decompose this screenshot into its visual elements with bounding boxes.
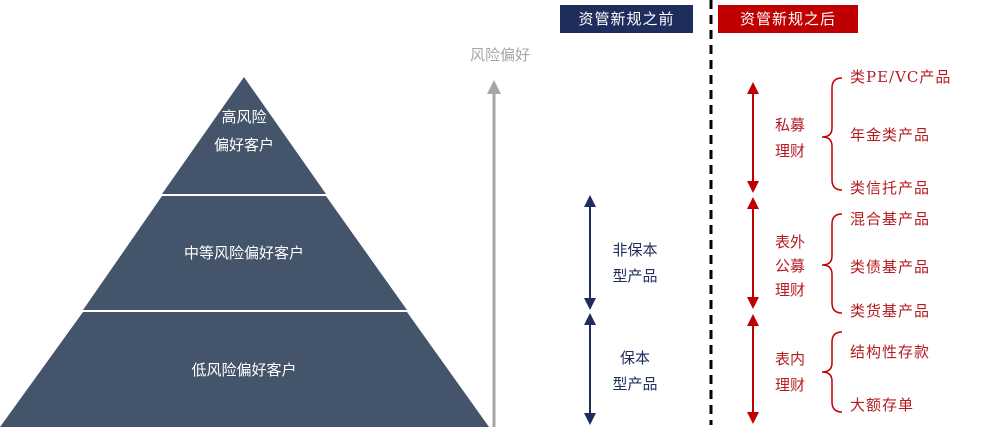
product-item: 年金类产品 — [850, 126, 931, 144]
pyramid-middle-label: 中等风险偏好客户 — [183, 244, 304, 262]
product-item: 混合基产品 — [850, 210, 931, 228]
risk-axis-arrowhead — [487, 80, 501, 94]
before-arrow-upper — [584, 195, 596, 310]
pyramid-bottom-label: 低风险偏好客户 — [191, 361, 297, 379]
after-arrow-public — [747, 197, 759, 309]
pyramid-top-label: 高风险 偏好客户 — [194, 103, 294, 159]
before-group-nonguaranteed: 非保本 型产品 — [600, 237, 670, 289]
before-group-2-line-2: 型产品 — [612, 375, 658, 393]
after-group-2-line-2: 公募 — [774, 257, 805, 275]
after-group-3-line-1: 表内 — [774, 350, 805, 368]
brace-public — [821, 213, 843, 314]
product-item: 类货基产品 — [850, 302, 931, 320]
before-arrow-lower — [584, 313, 596, 425]
before-group-1-line-1: 非保本 — [612, 241, 658, 259]
product-item: 大额存单 — [850, 396, 915, 414]
after-group-private: 私募 理财 — [760, 112, 820, 164]
after-group-1-line-2: 理财 — [774, 142, 805, 160]
before-group-guaranteed: 保本 型产品 — [600, 345, 670, 397]
pyramid-middle-tier — [83, 196, 407, 310]
product-item: 结构性存款 — [850, 343, 931, 361]
before-group-2-line-1: 保本 — [619, 349, 650, 367]
pyramid-top-line-1: 高风险 — [221, 108, 267, 126]
after-group-1-line-1: 私募 — [774, 116, 805, 134]
header-after: 资管新规之后 — [718, 5, 858, 33]
pyramid-top-tier — [162, 77, 326, 194]
after-group-onbalance: 表内 理财 — [760, 346, 820, 398]
brace-onbalance — [821, 331, 843, 413]
product-item: 类债基产品 — [850, 258, 931, 276]
brace-private — [821, 77, 843, 191]
after-group-public: 表外 公募 理财 — [760, 230, 820, 302]
pyramid-top-line-2: 偏好客户 — [213, 136, 274, 154]
after-arrow-onbalance — [747, 314, 759, 424]
after-group-2-line-1: 表外 — [774, 233, 805, 251]
header-before: 资管新规之前 — [560, 5, 693, 33]
risk-axis-label: 风险偏好 — [469, 46, 530, 64]
after-arrow-private — [747, 82, 759, 193]
pyramid-bottom-tier — [0, 312, 489, 427]
product-item: 类信托产品 — [850, 179, 931, 197]
product-item: 类PE/VC产品 — [850, 68, 952, 86]
after-group-3-line-2: 理财 — [774, 376, 805, 394]
before-group-1-line-2: 型产品 — [612, 267, 658, 285]
after-group-2-line-3: 理财 — [774, 281, 805, 299]
